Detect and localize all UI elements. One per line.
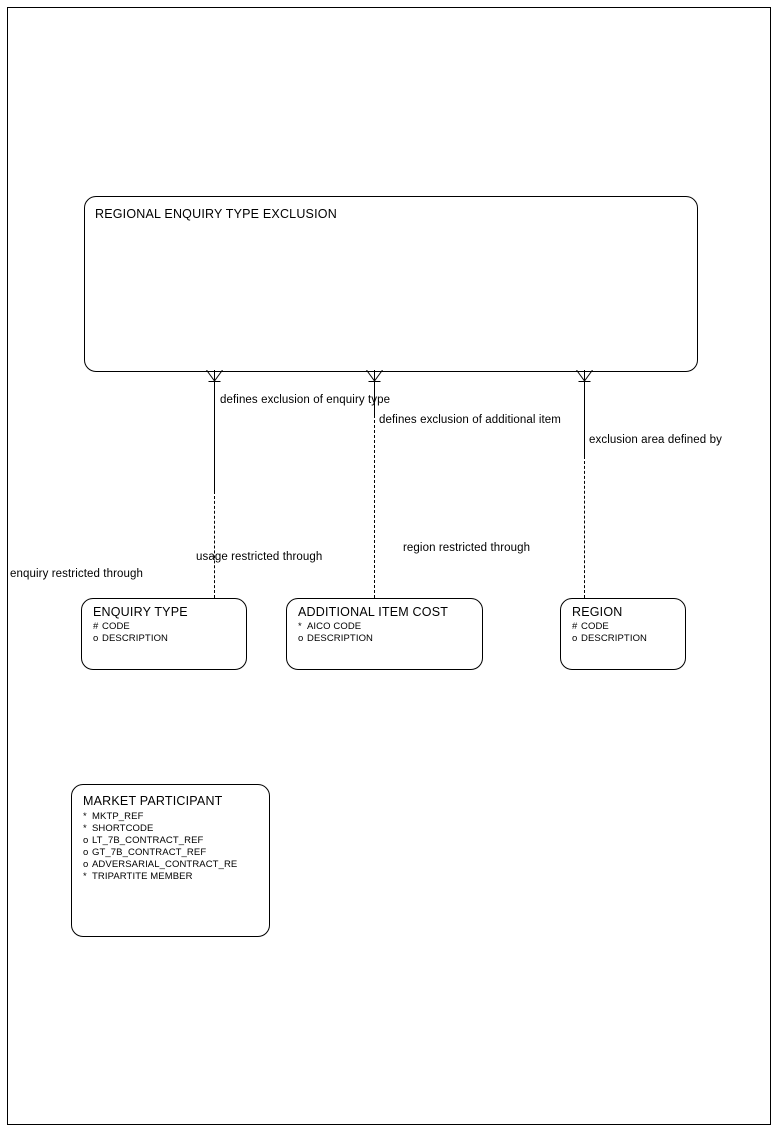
attribute-marker: o — [83, 859, 89, 870]
relationship-line-additional-item-lower — [374, 415, 375, 598]
attribute-marker: o — [93, 633, 99, 644]
attribute-name: DESCRIPTION — [102, 633, 169, 644]
entity-attribute: * AICO CODE — [298, 621, 373, 633]
entity-title: REGION — [572, 605, 623, 619]
attribute-marker: # — [93, 621, 99, 632]
entity-attribute: * MKTP_REF — [83, 811, 237, 823]
entity-regional-enquiry-type-exclusion[interactable]: REGIONAL ENQUIRY TYPE EXCLUSION — [84, 196, 698, 372]
attribute-marker: o — [572, 633, 578, 644]
entity-attribute: * SHORTCODE — [83, 823, 237, 835]
entity-attribute: * TRIPARTITE MEMBER — [83, 871, 237, 883]
relationship-label-exclusion-area-defined-by: exclusion area defined by — [589, 434, 722, 446]
attribute-marker: * — [83, 823, 87, 834]
attribute-name: TRIPARTITE MEMBER — [92, 871, 193, 882]
relationship-label-region-restricted-through: region restricted through — [403, 542, 531, 554]
attribute-name: AICO CODE — [307, 621, 362, 632]
relationship-label-defines-exclusion-of-additional-item: defines exclusion of additional item — [379, 414, 561, 426]
relationship-label-defines-exclusion-of-enquiry-type: defines exclusion of enquiry type — [220, 394, 391, 406]
crows-foot-icon-enquiry-type — [205, 370, 224, 384]
attribute-marker: * — [83, 871, 87, 882]
attribute-marker: # — [572, 621, 578, 632]
entity-title: MARKET PARTICIPANT — [83, 794, 223, 808]
relationship-line-additional-item-upper — [374, 381, 375, 415]
entity-title: REGIONAL ENQUIRY TYPE EXCLUSION — [95, 207, 337, 221]
attribute-name: GT_7B_CONTRACT_REF — [92, 847, 207, 858]
attribute-name: MKTP_REF — [92, 811, 144, 822]
relationship-line-enquiry-type-upper — [214, 381, 215, 491]
entity-title: ENQUIRY TYPE — [93, 605, 188, 619]
attribute-name: CODE — [102, 621, 130, 632]
attribute-marker: o — [298, 633, 304, 644]
attribute-name: DESCRIPTION — [307, 633, 374, 644]
entity-attribute: #CODE — [93, 621, 168, 633]
relationship-label-usage-restricted-through: usage restricted through — [196, 551, 323, 563]
relationship-label-enquiry-restricted-through: enquiry restricted through — [10, 568, 144, 580]
attribute-name: ADVERSARIAL_CONTRACT_RE — [92, 859, 238, 870]
relationship-line-region-upper — [584, 381, 585, 456]
relationship-line-enquiry-type-lower — [214, 491, 215, 598]
entity-title: ADDITIONAL ITEM COST — [298, 605, 449, 619]
attribute-marker: * — [83, 811, 87, 822]
crows-foot-icon-additional-item — [365, 370, 384, 384]
attribute-name: SHORTCODE — [92, 823, 154, 834]
attribute-name: CODE — [581, 621, 609, 632]
attribute-marker: o — [83, 835, 89, 846]
entity-attribute: #CODE — [572, 621, 647, 633]
attribute-marker: * — [298, 621, 302, 632]
relationship-line-region-lower — [584, 456, 585, 598]
page-border — [7, 7, 771, 1125]
attribute-name: DESCRIPTION — [581, 633, 648, 644]
attribute-name: LT_7B_CONTRACT_REF — [92, 835, 204, 846]
attribute-marker: o — [83, 847, 89, 858]
